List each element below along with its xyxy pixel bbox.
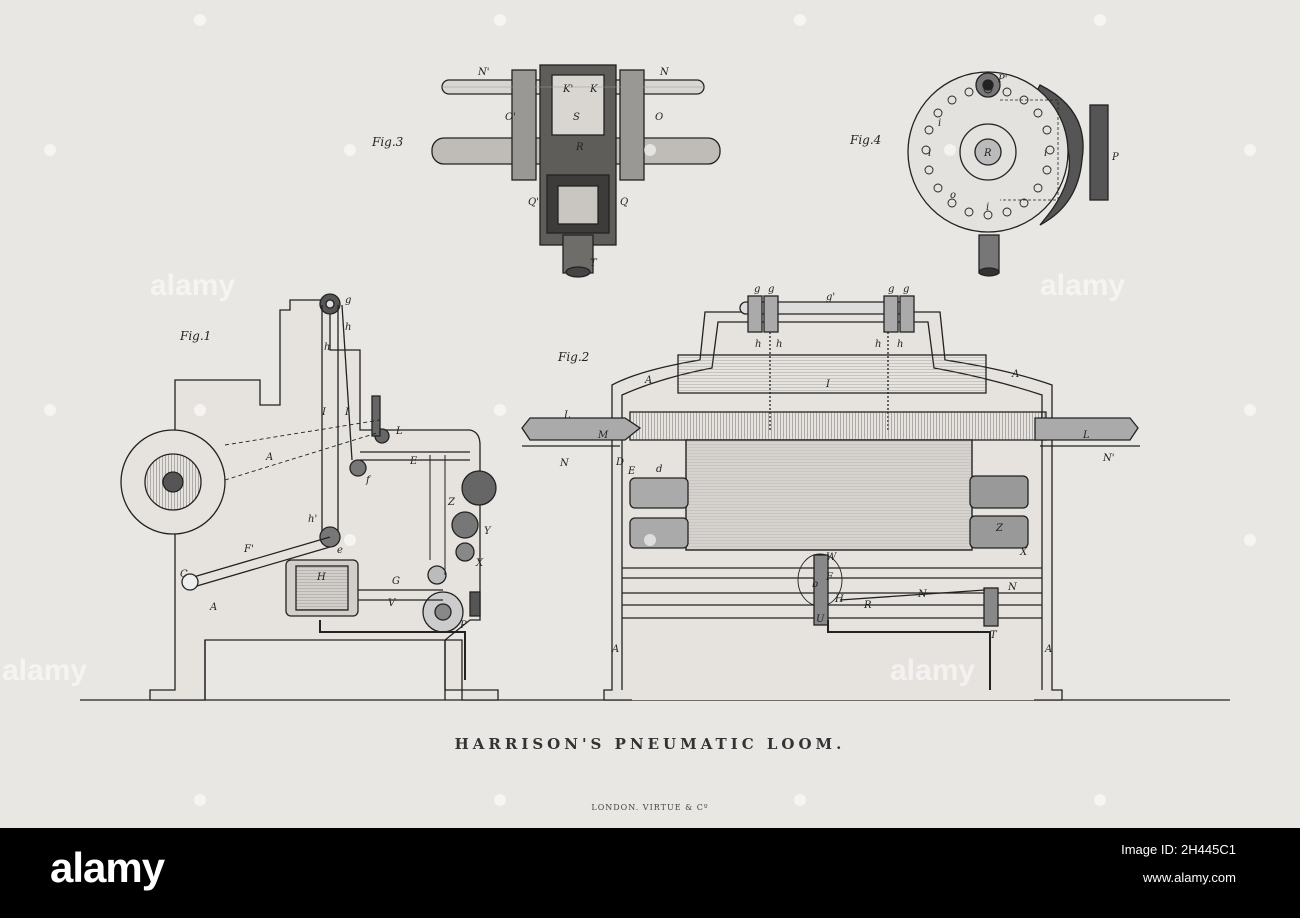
fig1-caption: Fig.1 xyxy=(179,329,211,343)
fig2-label: N xyxy=(917,589,928,600)
fig3-label: K' xyxy=(562,84,573,95)
fig2-label: h xyxy=(776,339,782,350)
fig3-label: O xyxy=(655,112,663,123)
fig1-label: Z xyxy=(447,497,456,508)
fig3-label: S xyxy=(573,112,580,123)
fig3-letter-labels: N' N K' K S O' O R Q' Q T xyxy=(477,67,670,269)
fig1-label: g xyxy=(345,295,351,306)
fig4-label: i xyxy=(986,202,989,213)
fig2-label: X xyxy=(1019,547,1028,558)
fig2-label: A xyxy=(611,644,619,655)
fig4-label: P xyxy=(1111,152,1119,163)
fig1-label: h xyxy=(324,342,330,353)
fig3-caption: Fig.3 xyxy=(371,135,404,149)
watermark: alamy xyxy=(2,654,87,687)
fig2-label: H xyxy=(834,594,844,605)
fig2-label: N' xyxy=(1102,453,1115,464)
fig1-label: V xyxy=(388,598,397,609)
fig3-valve-drawing xyxy=(431,64,721,278)
fig2-label: g' xyxy=(826,292,835,303)
fig2-letter-labels: g g g' g g h h h h A A I L M L N N' D E … xyxy=(559,284,1115,655)
engraving-plate: N' N K' K S O' O R Q' Q T P' i i R i o i… xyxy=(2,14,1256,812)
fig2-label: g xyxy=(768,284,774,295)
watermark: alamy xyxy=(1040,269,1125,302)
fig1-label: A xyxy=(265,452,273,463)
fig2-label: N xyxy=(1007,582,1018,593)
fig1-label: F' xyxy=(243,544,254,555)
fig3-label: T xyxy=(590,258,598,269)
fig3-label: O' xyxy=(505,112,516,123)
fig2-label: U xyxy=(816,614,825,625)
fig2-label: b xyxy=(812,579,818,590)
publisher-imprint: LONDON. VIRTUE & Cº xyxy=(591,803,709,812)
fig1-label: h xyxy=(345,322,351,333)
watermark: alamy xyxy=(890,654,975,687)
fig2-label: L xyxy=(1082,430,1090,441)
fig3-label: N xyxy=(659,67,670,78)
fig2-caption: Fig.2 xyxy=(557,350,589,364)
fig1-label: f xyxy=(365,475,372,486)
fig4-label: i xyxy=(1044,148,1047,159)
fig1-label: h' xyxy=(308,514,317,525)
watermark: alamy xyxy=(150,269,235,302)
fig1-label: A xyxy=(209,602,217,613)
stock-footer-bar: alamy Image ID: 2H445C1 www.alamy.com xyxy=(0,828,1300,918)
plate-title: HARRISON'S PNEUMATIC LOOM. xyxy=(454,735,846,753)
fig2-label: h xyxy=(755,339,761,350)
fig2-label: N xyxy=(559,458,570,469)
fig2-label: E xyxy=(627,466,636,477)
fig1-label: L xyxy=(395,426,403,437)
fig2-label: I xyxy=(825,379,831,390)
fig2-label: h xyxy=(897,339,903,350)
fig2-label: M xyxy=(597,430,609,441)
fig1-label: H xyxy=(316,572,326,583)
fig1-label: E xyxy=(409,456,418,467)
fig3-label: Q xyxy=(620,197,628,208)
fig1-side-elevation-drawing xyxy=(120,293,499,701)
fig1-label: G xyxy=(392,576,400,587)
fig2-front-elevation-drawing xyxy=(521,295,1140,701)
fig3-label: K xyxy=(589,84,598,95)
fig1-label: C xyxy=(180,569,188,580)
alamy-logo: alamy xyxy=(50,844,165,891)
fig1-label: Y xyxy=(484,526,492,537)
fig4-label: o xyxy=(950,190,956,201)
fig1-label: I xyxy=(344,407,350,418)
fig1-label: P xyxy=(459,620,467,631)
fig2-label: g xyxy=(754,284,760,295)
watermark-layer: alamy alamy alamy alamy xyxy=(2,14,1256,806)
fig2-label: T xyxy=(990,630,998,641)
fig1-label: I xyxy=(321,407,327,418)
fig2-label: A xyxy=(644,375,652,386)
fig1-letter-labels: g h h I I A L E f h' e F' C H G V A Z Y … xyxy=(180,295,492,631)
fig3-label: Q' xyxy=(528,197,539,208)
fig2-label: d xyxy=(656,464,662,475)
fig2-label: g xyxy=(888,284,894,295)
fig4-label: P' xyxy=(997,74,1007,85)
fig4-disc-drawing xyxy=(907,71,1109,277)
fig4-label: i xyxy=(938,118,941,129)
fig2-label: A xyxy=(1044,644,1052,655)
fig2-label: F xyxy=(825,572,834,583)
fig2-label: Z xyxy=(995,523,1004,534)
fig1-label: e xyxy=(337,545,343,556)
fig2-label: D xyxy=(615,457,624,468)
fig4-caption: Fig.4 xyxy=(849,133,881,147)
image-id: Image ID: 2H445C1 xyxy=(1121,842,1236,857)
fig3-label: N' xyxy=(477,67,490,78)
fig4-label: i xyxy=(928,148,931,159)
fig4-label: R xyxy=(983,148,992,159)
engraving-drawing: N' N K' K S O' O R Q' Q T P' i i R i o i… xyxy=(2,14,1256,806)
fig1-label: X xyxy=(475,558,484,569)
fig2-label: W xyxy=(826,552,837,563)
fig2-label: R xyxy=(863,600,872,611)
fig2-label: A xyxy=(1011,369,1019,380)
fig4-letter-labels: P' i i R i o i P xyxy=(928,74,1119,213)
fig3-label: R xyxy=(575,142,584,153)
fig2-label: L xyxy=(563,410,571,421)
fig2-label: g xyxy=(903,284,909,295)
fig2-label: h xyxy=(875,339,881,350)
footer-url[interactable]: www.alamy.com xyxy=(1143,870,1236,885)
